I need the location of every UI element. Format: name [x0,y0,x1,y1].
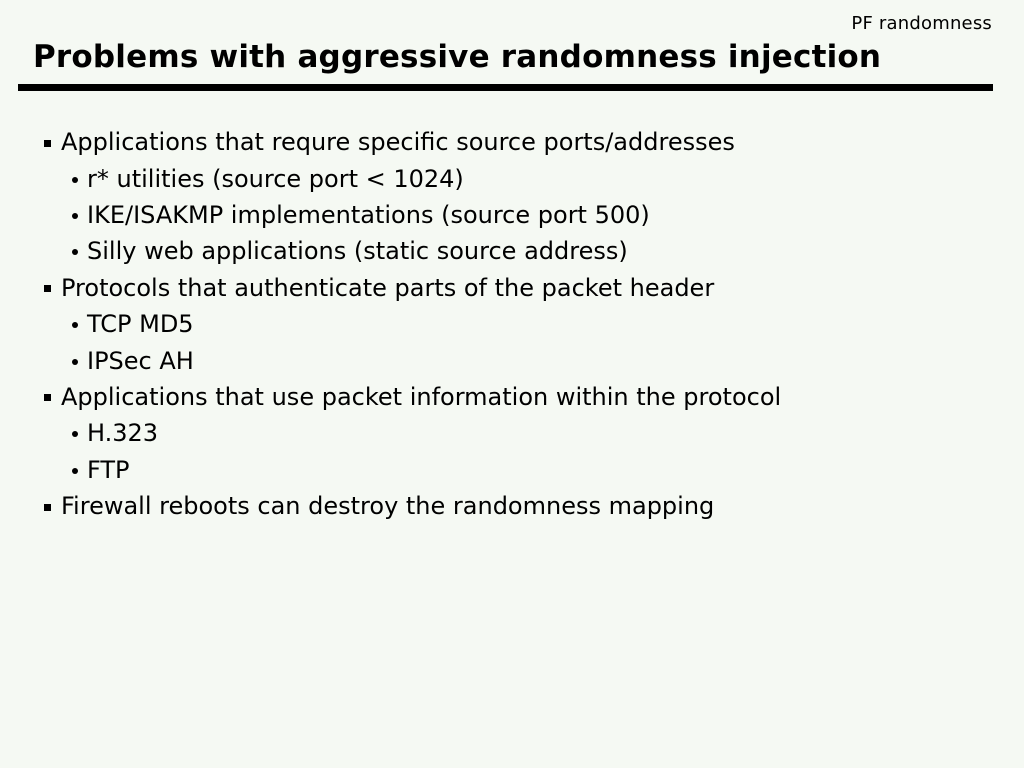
bullet-text: FTP [87,455,130,484]
sub-bullet-item: Silly web applications (static source ad… [0,233,1024,269]
bullet-item: Protocols that authenticate parts of the… [0,270,1024,306]
bullet-text: Firewall reboots can destroy the randomn… [61,492,715,521]
bullet-text: Applications that requre specific source… [61,128,735,157]
sub-bullet-item: r* utilities (source port < 1024) [0,160,1024,196]
bullet-item: Firewall reboots can destroy the randomn… [0,488,1024,524]
dot-bullet-icon [72,467,78,474]
bullet-text: Applications that use packet information… [61,382,782,411]
bullet-text: r* utilities (source port < 1024) [87,164,464,193]
bullet-list: Applications that requre specific source… [0,124,1024,524]
square-bullet-icon [44,285,51,293]
title-underline-rule [18,84,993,91]
dot-bullet-icon [72,176,78,183]
square-bullet-icon [44,503,51,511]
slide-corner-label: PF randomness [851,13,992,34]
bullet-item: Applications that requre specific source… [0,124,1024,160]
bullet-text: Protocols that authenticate parts of the… [61,273,715,302]
bullet-text: Silly web applications (static source ad… [87,237,628,266]
square-bullet-icon [44,139,51,147]
bullet-item: Applications that use packet information… [0,379,1024,415]
square-bullet-icon [44,394,51,402]
sub-bullet-item: IPSec AH [0,342,1024,378]
bullet-text: IPSec AH [87,346,194,375]
dot-bullet-icon [72,249,78,256]
sub-bullet-item: TCP MD5 [0,306,1024,342]
bullet-text: H.323 [87,419,159,448]
sub-bullet-item: H.323 [0,415,1024,451]
dot-bullet-icon [72,358,78,365]
dot-bullet-icon [72,322,78,329]
bullet-text: IKE/ISAKMP implementations (source port … [87,200,650,229]
sub-bullet-item: IKE/ISAKMP implementations (source port … [0,197,1024,233]
bullet-text: TCP MD5 [87,310,194,339]
dot-bullet-icon [72,431,78,438]
sub-bullet-item: FTP [0,452,1024,488]
slide-title: Problems with aggressive randomness inje… [33,39,882,75]
dot-bullet-icon [72,212,78,219]
